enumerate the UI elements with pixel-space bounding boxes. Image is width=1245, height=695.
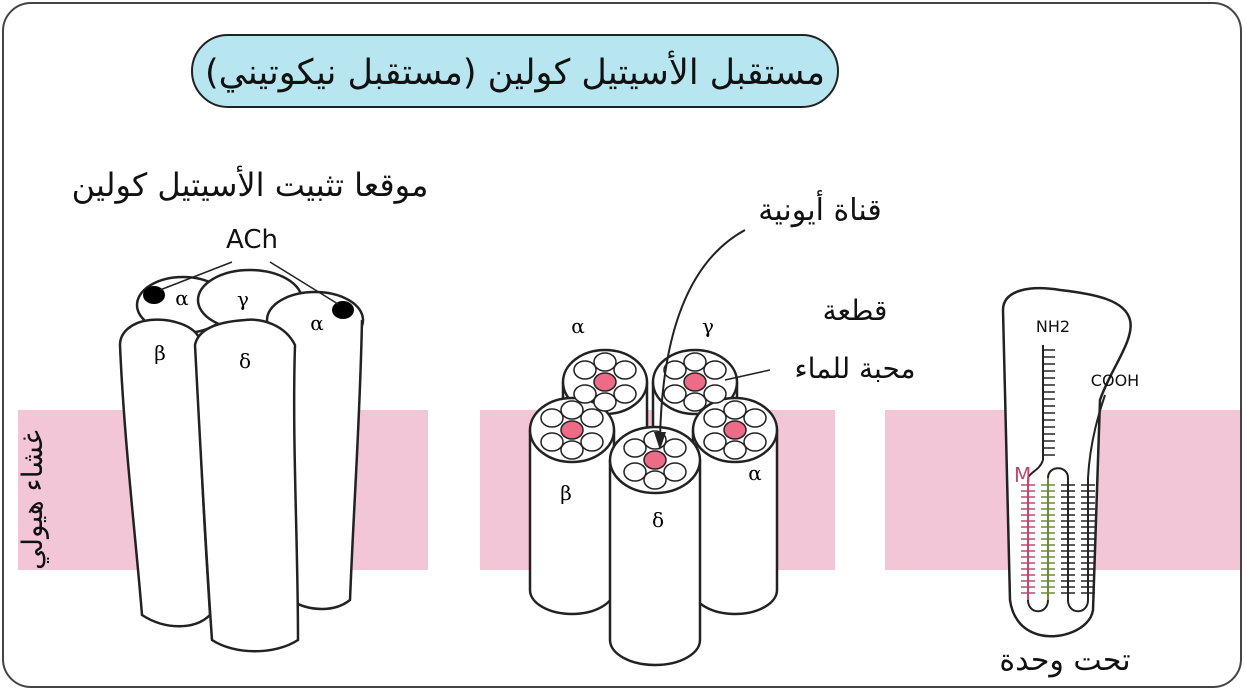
pore-beta (560, 420, 584, 440)
helix-m3 (1061, 478, 1075, 600)
pore-alpha-top-left (593, 372, 617, 392)
subunit-topology: NH2 COOH M (1001, 286, 1139, 638)
cooh-label: COOH (1091, 371, 1139, 390)
loop-m3-m4 (1067, 599, 1089, 613)
pore-cluster-alpha-right (703, 400, 767, 460)
segment-label-line2: محبة للماء (794, 352, 915, 385)
m-label: M (1014, 463, 1031, 487)
helix-m4 (1081, 478, 1095, 600)
helix-m1 (1021, 478, 1035, 600)
pore-delta (643, 450, 667, 470)
pore-cluster-beta (540, 400, 604, 460)
membrane-label: غشاء هيولي (16, 430, 49, 570)
subunit-outline (1001, 286, 1132, 638)
c-terminal-tail (1087, 394, 1106, 479)
pentamer-pores (540, 352, 767, 490)
label-pentamer-alpha-left: α (571, 314, 585, 338)
label-alpha-right: α (310, 311, 324, 335)
receptor-pentamer-view: α γ β α δ (528, 314, 779, 667)
pore-cluster-alpha-top-left (573, 352, 637, 412)
label-pentamer-beta: β (560, 481, 572, 505)
subunit-label: تحت وحدة (999, 643, 1130, 678)
ion-channel-arrowhead (654, 432, 666, 450)
ach-pointer-line-right (269, 261, 339, 305)
binding-sites-label: موقعا تثبيت الأسيتيل كولين (72, 165, 429, 204)
label-pentamer-delta: δ (652, 508, 664, 532)
ach-pointer-line-left (159, 261, 233, 291)
pore-cluster-gamma-top-right (663, 352, 727, 412)
loop-m2-m3 (1047, 467, 1069, 479)
segment-pointer-line (724, 369, 771, 381)
receptor-side-view: α γ α β δ (118, 261, 365, 653)
loop-m1-m2 (1027, 599, 1049, 613)
ach-binding-dot-right (332, 301, 354, 319)
label-pentamer-gamma: γ (702, 314, 714, 338)
diagram-title: مستقبل الأسيتيل كولين (مستقبل نيكوتيني) (205, 50, 825, 93)
nh2-label: NH2 (1036, 317, 1070, 336)
pore-gamma-top-right (683, 372, 707, 392)
ion-channel-arrow (659, 229, 746, 441)
label-gamma-left: γ (237, 287, 249, 311)
pore-alpha-right (723, 420, 747, 440)
label-alpha-left: α (175, 286, 189, 310)
title-box (191, 34, 839, 108)
delta-subunit (193, 318, 300, 653)
ach-label: ACh (226, 225, 278, 255)
n-terminal-chain (1042, 345, 1055, 460)
label-delta: δ (239, 349, 251, 373)
ion-channel-label: قناة أيونية (758, 189, 881, 228)
ach-binding-dot-left (143, 286, 165, 304)
label-pentamer-alpha-right: α (748, 461, 762, 485)
label-beta: β (154, 341, 166, 365)
segment-label-line1: قطعة (823, 294, 888, 327)
link-n-m1 (1027, 459, 1044, 479)
helix-m2 (1041, 478, 1055, 600)
